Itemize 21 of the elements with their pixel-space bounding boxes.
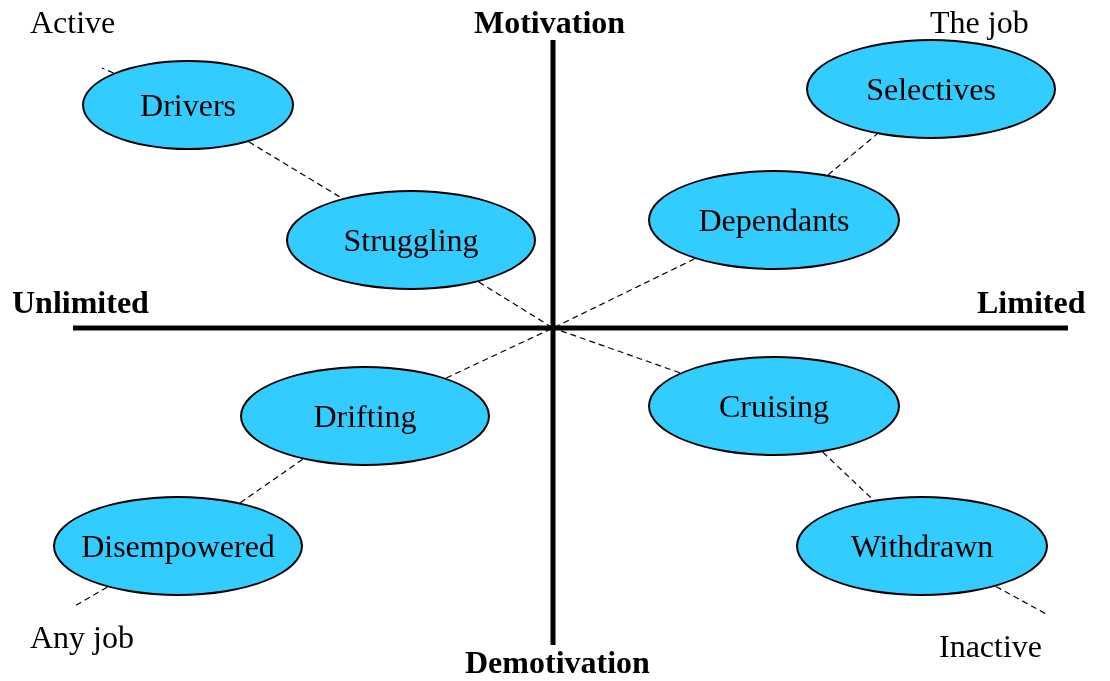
corner-label: The job xyxy=(930,3,1029,42)
ellipse-node: Dependants xyxy=(648,170,900,270)
ellipse-node: Cruising xyxy=(648,356,900,456)
dashed-line xyxy=(827,133,878,176)
ellipse-node: Struggling xyxy=(286,190,536,290)
dashed-line xyxy=(478,281,554,329)
ellipse-node: Withdrawn xyxy=(796,496,1048,596)
ellipse-node: Disempowered xyxy=(53,496,303,596)
axis-label: Motivation xyxy=(474,3,626,42)
axis-label: Demotivation xyxy=(465,643,650,681)
dashed-line xyxy=(239,458,304,504)
axis-label: Unlimited xyxy=(12,283,149,322)
corner-label: Any job xyxy=(30,618,134,657)
ellipse-node: Drivers xyxy=(82,60,294,150)
dashed-line xyxy=(101,67,115,74)
corner-label: Active xyxy=(30,3,116,42)
ellipse-node: Drifting xyxy=(240,366,490,466)
dashed-line xyxy=(248,141,343,199)
ellipse-node: Selectives xyxy=(806,39,1056,139)
corner-label: Inactive xyxy=(939,627,1043,666)
axis-label: Limited xyxy=(977,283,1086,322)
